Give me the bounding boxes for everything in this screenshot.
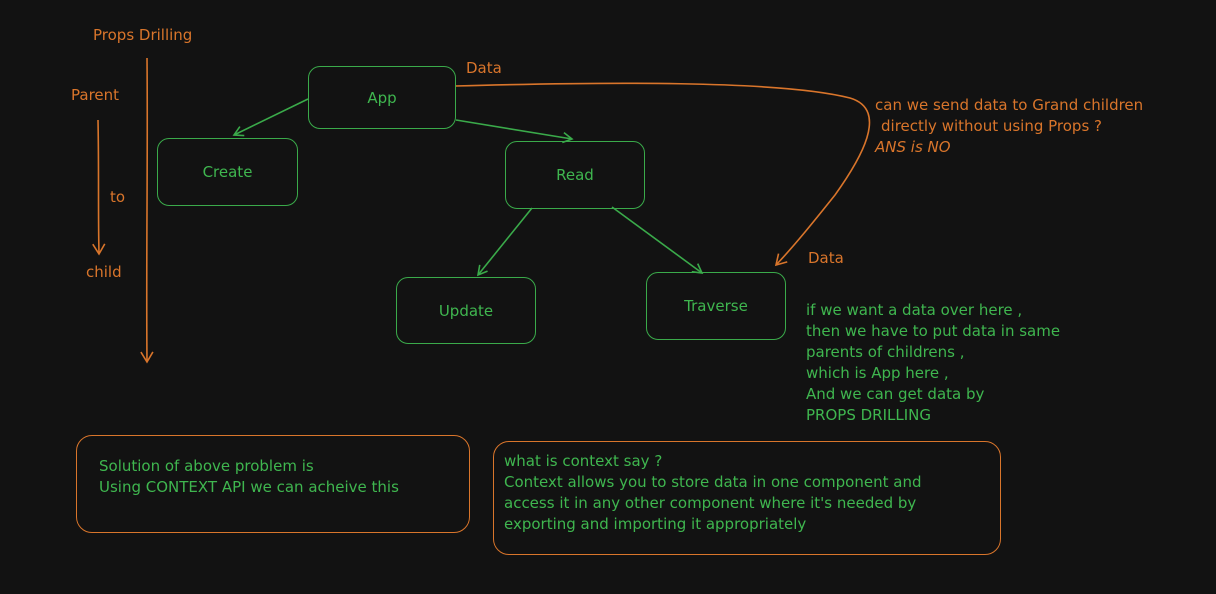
label-data-right: Data <box>808 249 844 267</box>
label-parent: Parent <box>71 86 120 104</box>
context-line-2: Context allows you to store data in one … <box>504 473 922 491</box>
parent-to-child-arrow <box>92 119 106 256</box>
question-line-2: directly without using Props ? <box>881 117 1103 135</box>
app-to-read-arrow <box>455 119 574 144</box>
explanation-line-3: parents of childrens , <box>806 343 965 361</box>
read-to-update-arrow <box>476 207 533 277</box>
node-traverse[interactable]: Traverse <box>646 272 786 340</box>
explanation-note: if we want a data over here , then we ha… <box>806 300 1060 426</box>
title-props-drilling: Props Drilling <box>93 26 193 44</box>
node-read[interactable]: Read <box>505 141 645 209</box>
question-note: can we send data to Grand children direc… <box>875 95 1143 158</box>
question-answer: ANS is NO <box>875 138 951 156</box>
explanation-line-1: if we want a data over here , <box>806 301 1023 319</box>
context-line-1: what is context say ? <box>504 452 663 470</box>
node-create-label: Create <box>202 163 253 181</box>
solution-text: Solution of above problem is Using CONTE… <box>99 456 399 498</box>
explanation-line-5: And we can get data by <box>806 385 985 403</box>
node-update[interactable]: Update <box>396 277 536 344</box>
solution-box[interactable] <box>76 435 470 533</box>
context-box[interactable] <box>493 441 1001 555</box>
context-text: what is context say ? Context allows you… <box>504 451 921 535</box>
node-update-label: Update <box>438 301 494 320</box>
context-line-3: access it in any other component where i… <box>504 494 917 512</box>
context-line-4: exporting and importing it appropriately <box>504 515 807 533</box>
props-drilling-arrow <box>140 57 154 364</box>
node-app[interactable]: App <box>308 66 456 129</box>
solution-line-1: Solution of above problem is <box>99 457 314 475</box>
explanation-line-4: which is App here , <box>806 364 949 382</box>
question-line-1: can we send data to Grand children <box>875 96 1144 114</box>
explanation-line-2: then we have to put data in same <box>806 322 1061 340</box>
app-to-create-arrow <box>232 98 309 137</box>
label-child: child <box>86 263 122 281</box>
node-traverse-label: Traverse <box>684 297 748 315</box>
node-create[interactable]: Create <box>157 138 298 206</box>
explanation-line-6: PROPS DRILLING <box>806 406 931 424</box>
node-app-label: App <box>367 88 397 107</box>
node-read-label: Read <box>556 166 594 184</box>
solution-line-2: Using CONTEXT API we can acheive this <box>99 478 399 496</box>
label-data-top: Data <box>466 59 502 77</box>
label-to: to <box>110 188 126 206</box>
read-to-traverse-arrow <box>611 206 704 274</box>
app-to-traverse-arrow <box>454 82 871 267</box>
